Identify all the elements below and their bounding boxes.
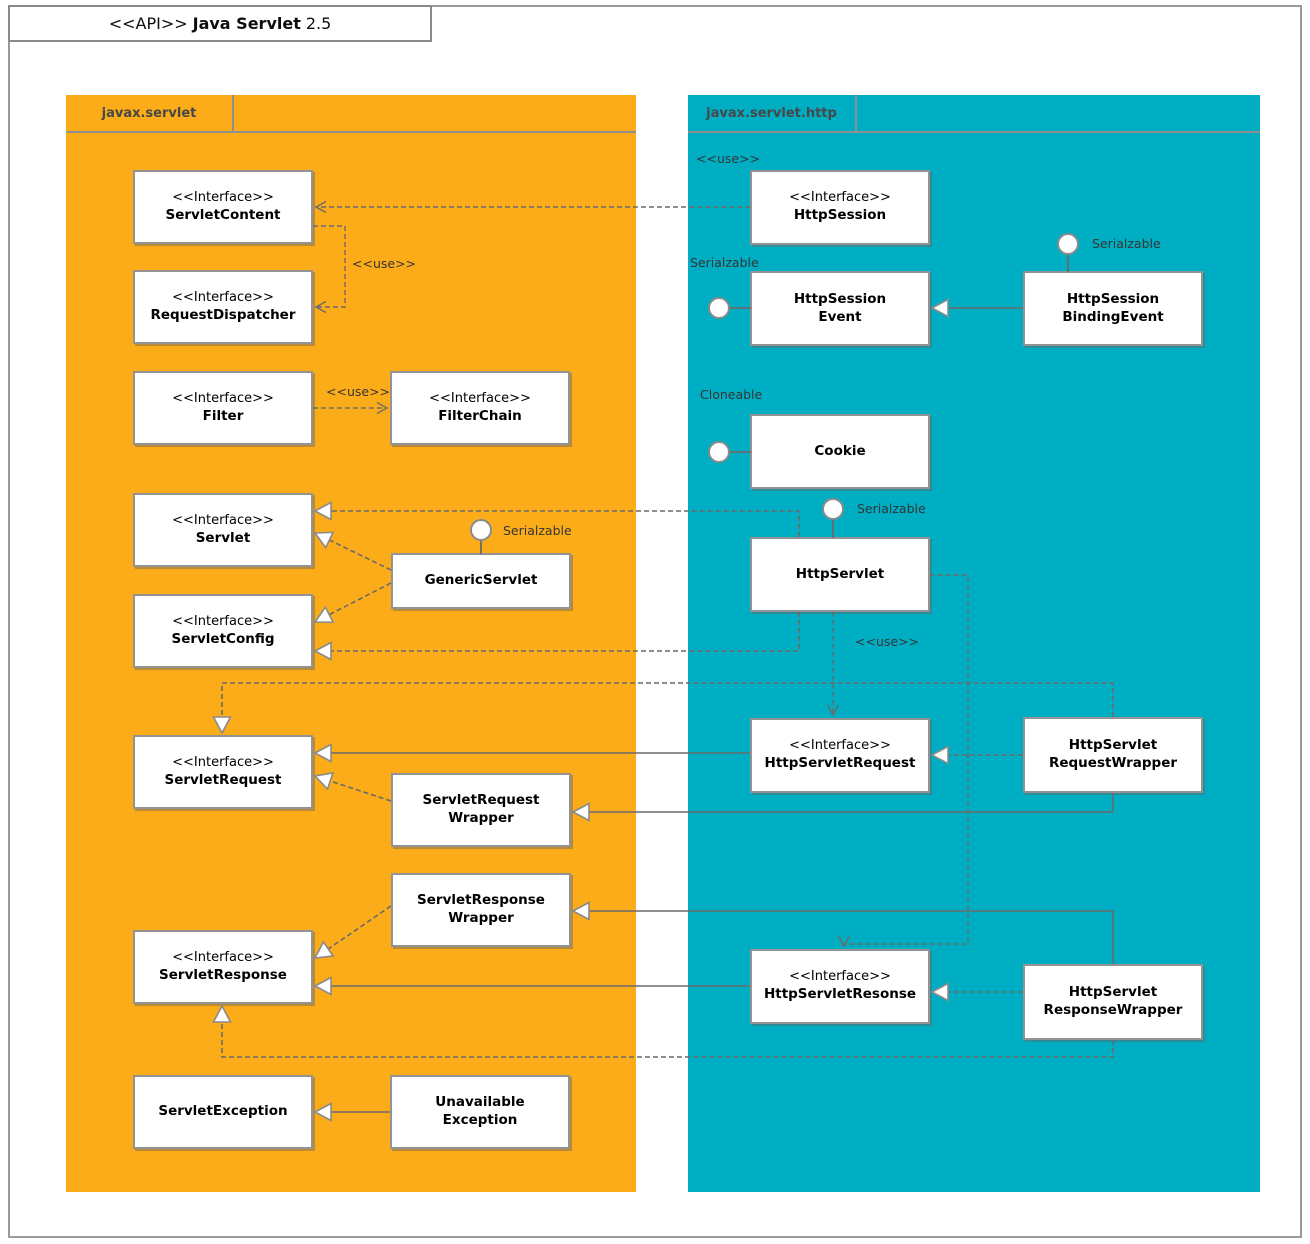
class-stereotype: <<Interface>>	[789, 969, 891, 985]
class-name: HttpServlet	[1068, 737, 1158, 754]
class-name: HttpSession	[793, 207, 887, 224]
class-box-filter-chain: <<Interface>>FilterChain	[390, 371, 570, 445]
class-name: HttpSession	[793, 290, 887, 307]
class-box-servlet-request: <<Interface>>ServletRequest	[133, 735, 313, 809]
class-name: Servlet	[195, 529, 251, 546]
class-name: ServletRequest	[422, 792, 540, 809]
lollipop-label: Serialzable	[690, 255, 759, 270]
package-header: javax.servlet	[66, 95, 636, 133]
class-name: Wrapper	[448, 810, 514, 826]
class-name: GenericServlet	[424, 572, 538, 589]
class-stereotype: <<Interface>>	[172, 189, 274, 205]
class-box-servlet-response: <<Interface>>ServletResponse	[133, 930, 313, 1004]
class-stereotype: <<Interface>>	[789, 190, 891, 206]
class-name: HttpServlet	[795, 565, 885, 582]
class-name: ServletResponse	[417, 892, 545, 909]
class-box-servlet: <<Interface>>Servlet	[133, 493, 313, 567]
class-name: ServletResponse	[159, 966, 287, 983]
class-name: Cookie	[814, 442, 866, 459]
class-box-servlet-exception: ServletException	[133, 1075, 313, 1149]
package-tab-label: javax.servlet.http	[688, 95, 857, 131]
class-stereotype: <<Interface>>	[172, 949, 274, 965]
class-name: Filter	[202, 407, 244, 424]
class-name: ServletException	[158, 1103, 288, 1120]
class-name: Exception	[442, 1112, 518, 1128]
use-label: <<use>>	[352, 256, 417, 271]
class-name: ResponseWrapper	[1043, 1002, 1183, 1018]
class-name: HttpServlet	[1068, 984, 1158, 1001]
class-stereotype: <<Interface>>	[789, 738, 891, 754]
title-name: Java Servlet	[192, 14, 301, 33]
class-box-http-servlet-request: <<Interface>>HttpServletRequest	[750, 718, 930, 793]
class-box-servlet-config: <<Interface>>ServletConfig	[133, 594, 313, 668]
class-stereotype: <<Interface>>	[429, 390, 531, 406]
class-box-filter: <<Interface>>Filter	[133, 371, 313, 445]
class-name: ServletRequest	[164, 771, 282, 788]
use-label: <<use>>	[855, 634, 920, 649]
lollipop-label: Serialzable	[503, 523, 572, 538]
class-stereotype: <<Interface>>	[172, 390, 274, 406]
package-header: javax.servlet.http	[688, 95, 1260, 133]
class-box-http-servlet-resonse: <<Interface>>HttpServletResonse	[750, 949, 930, 1024]
class-name: FilterChain	[438, 407, 522, 424]
class-box-generic-servlet: GenericServlet	[391, 553, 571, 609]
lollipop-label: Serialzable	[857, 501, 926, 516]
package-tab-label: javax.servlet	[66, 95, 234, 131]
class-name: HttpServletRequest	[764, 755, 916, 772]
class-name: Wrapper	[448, 910, 514, 926]
class-name: Unavailable	[435, 1094, 525, 1111]
lollipop-label: Serialzable	[1092, 236, 1161, 251]
lollipop-label: Cloneable	[700, 387, 763, 402]
class-box-cookie: Cookie	[750, 414, 930, 489]
diagram-title: <<API>> Java Servlet 2.5	[8, 5, 432, 42]
class-box-http-session: <<Interface>>HttpSession	[750, 170, 930, 245]
class-name: HttpServletResonse	[763, 986, 917, 1003]
class-name: HttpSession	[1066, 290, 1160, 307]
title-stereotype: <<API>>	[108, 14, 188, 33]
class-name: Event	[818, 308, 862, 325]
class-name: RequestDispatcher	[150, 306, 296, 323]
class-stereotype: <<Interface>>	[172, 754, 274, 770]
class-name: ServletConfig	[171, 630, 275, 647]
title-version: 2.5	[305, 14, 332, 33]
class-box-servlet-content: <<Interface>>ServletContent	[133, 170, 313, 244]
use-label: <<use>>	[326, 384, 391, 399]
class-box-request-dispatcher: <<Interface>>RequestDispatcher	[133, 270, 313, 344]
class-stereotype: <<Interface>>	[172, 289, 274, 305]
class-stereotype: <<Interface>>	[172, 613, 274, 629]
class-box-http-servlet: HttpServlet	[750, 537, 930, 612]
use-label: <<use>>	[696, 151, 761, 166]
class-stereotype: <<Interface>>	[172, 512, 274, 528]
class-name: RequestWrapper	[1048, 755, 1178, 771]
class-name: BindingEvent	[1062, 308, 1164, 325]
class-name: ServletContent	[165, 206, 281, 223]
